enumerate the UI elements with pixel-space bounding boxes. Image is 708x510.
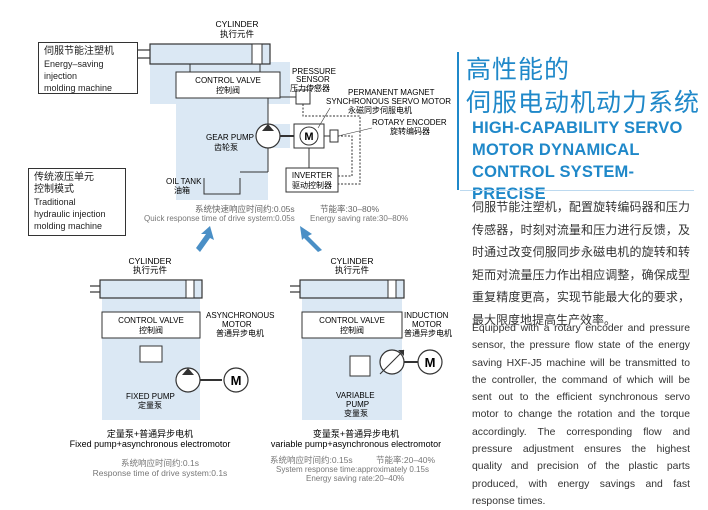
- encoder-label-en: ROTARY ENCODER: [372, 118, 447, 127]
- top-control-valve: [175, 71, 281, 99]
- servo-machine-label-en1: Energy–saving: [44, 59, 104, 69]
- left-motor-label-cn: 普通异步电机: [216, 328, 264, 338]
- heading-en-line1: HIGH-CAPABILITY SERVO: [472, 119, 683, 137]
- left-response-en: Response time of drive system:0.1s: [93, 468, 228, 478]
- hydraulic-label-en3: molding machine: [34, 221, 103, 231]
- servo-machine-label-en3: molding machine: [44, 83, 113, 93]
- right-pump-label-en2: PUMP: [346, 400, 369, 409]
- heading-en: HIGH-CAPABILITY SERVO MOTOR DYNAMICAL CO…: [472, 117, 708, 205]
- left-pump-label-cn: 定量泵: [138, 400, 162, 410]
- encoder-label-cn: 旋转编码器: [390, 126, 430, 136]
- top-motor-symbol: [299, 126, 319, 146]
- top-saving-cn: 节能率:30–80%: [320, 204, 379, 214]
- gear-pump-label-en: GEAR PUMP: [206, 133, 254, 142]
- left-caption-en: Fixed pump+asynchronous electromotor: [70, 439, 231, 449]
- top-cylinder-body: [149, 43, 271, 65]
- left-motor-label-en2: MOTOR: [222, 320, 252, 329]
- oil-tank-label-cn: 油箱: [174, 185, 190, 195]
- heading-cn: 高性能的 伺服电动机动力系统: [466, 54, 700, 120]
- right-response-en: System response time:approximately 0.15s: [276, 465, 429, 474]
- heading-accent-bar: [457, 52, 459, 190]
- heading-en-line2: MOTOR DYNAMICAL: [472, 141, 640, 159]
- left-control-valve-label-cn: 控制阀: [139, 325, 163, 335]
- left-control-valve-label-en: CONTROL VALVE: [118, 316, 184, 325]
- right-control-valve-label-en: CONTROL VALVE: [319, 316, 385, 325]
- heading-divider: [460, 190, 694, 191]
- right-saving-en: Energy saving rate:20–40%: [306, 474, 404, 483]
- oil-tank-label-en: OIL TANK: [166, 177, 202, 186]
- left-response-cn: 系统响应时间约:0.1s: [121, 458, 199, 468]
- top-response-en: Quick response time of drive system:0.05…: [144, 214, 295, 223]
- hydraulic-system-diagrams: CYLINDER 执行元件 CONTROL VALVE 控制阀 PRESSURE…: [70, 19, 452, 483]
- right-caption-cn: 变量泵+普通异步电机: [313, 428, 399, 439]
- rotary-encoder: [329, 129, 339, 143]
- left-control-valve: [101, 311, 201, 339]
- pressure-sensor-label-cn: 压力传感器: [290, 83, 330, 93]
- right-cylinder-label-cn: 执行元件: [335, 265, 370, 275]
- right-pump-label-cn: 变量泵: [344, 408, 368, 418]
- pm-motor-label-cn: 永磁同步伺服电机: [348, 105, 412, 115]
- inverter: [285, 167, 339, 193]
- right-caption-en: variable pump+asynchronous electromotor: [271, 439, 441, 449]
- right-pump-regulator: [349, 355, 371, 377]
- right-response-cn: 系统响应时间约:0.15s: [270, 455, 353, 465]
- top-saving-en: Energy saving rate:30–80%: [310, 214, 408, 223]
- right-cylinder-body: [299, 279, 405, 299]
- pm-motor-label-en2: SYNCHRONOUS SERVO MOTOR: [326, 97, 451, 106]
- left-relief-valve: [139, 345, 163, 363]
- pm-motor-label-en1: PERMANENT MAGNET: [348, 88, 435, 97]
- top-servo-diagram: CYLINDER 执行元件 CONTROL VALVE 控制阀 PRESSURE…: [138, 19, 451, 223]
- hydraulic-label-en1: Traditional: [34, 197, 76, 207]
- description-en: Equipped with a rotary encoder and press…: [472, 323, 690, 507]
- right-motor-label-en2: MOTOR: [412, 320, 442, 329]
- description-cn: 伺服节能注塑机，配置旋转编码器和压力传感器，时刻对流量和压力进行反馈，及时通过改…: [472, 200, 690, 327]
- hydraulic-machine-label-box: 传统液压单元 控制模式 Traditional hydraulic inject…: [28, 168, 126, 236]
- right-saving-cn: 节能率:20–40%: [376, 455, 435, 465]
- top-cylinder-label-cn: 执行元件: [220, 29, 255, 39]
- servo-machine-label-box: 伺服节能注塑机 Energy–saving injection molding …: [38, 42, 138, 94]
- servo-machine-label-en2: injection: [44, 71, 78, 81]
- right-cylinder-label-en: CYLINDER: [331, 256, 374, 266]
- heading-cn-line1: 高性能的: [466, 56, 571, 84]
- inverter-label-cn: 驱动控制器: [292, 180, 332, 190]
- hydraulic-label-en2: hydraulic injection: [34, 209, 106, 219]
- top-cylinder-piston: [251, 43, 263, 65]
- right-motor-label-en1: INDUCTION: [404, 311, 449, 320]
- top-cylinder-label-en: CYLINDER: [216, 19, 259, 29]
- heading-en-line3: CONTROL SYSTEM-PRECISE: [472, 163, 635, 203]
- top-response-cn: 系统快速响应时间约:0.05s: [195, 204, 295, 214]
- left-caption-cn: 定量泵+普通异步电机: [107, 428, 193, 439]
- left-cylinder-label-en: CYLINDER: [129, 256, 172, 266]
- pressure-sensor-label-en1: PRESSURE: [292, 67, 336, 76]
- left-cylinder-label-cn: 执行元件: [133, 265, 168, 275]
- hydraulic-label-cn2: 控制模式: [34, 184, 74, 195]
- left-motor: [223, 367, 249, 393]
- left-pump-label-en: FIXED PUMP: [126, 392, 175, 401]
- left-fixed-pump-diagram: CYLINDER 执行元件 CONTROL VALVE 控制阀 M ASYNCH…: [70, 256, 275, 478]
- left-cylinder-body: [99, 279, 203, 299]
- arrow-right-to-top: [300, 226, 322, 252]
- arrow-left-to-top: [196, 226, 214, 252]
- right-control-valve-label-cn: 控制阀: [340, 325, 364, 335]
- heading-cn-line2: 伺服电动机动力系统: [466, 89, 701, 117]
- right-motor-letter: M: [425, 355, 436, 370]
- left-motor-letter: M: [231, 373, 242, 388]
- right-motor: [417, 349, 443, 375]
- right-variable-pump-diagram: CYLINDER 执行元件 CONTROL VALVE 控制阀 M INDUCT…: [270, 256, 452, 483]
- top-motor-letter: M: [304, 131, 313, 143]
- inverter-label-en: INVERTER: [292, 171, 333, 180]
- hydraulic-label-cn1: 传统液压单元: [34, 172, 94, 183]
- top-control-valve-label-en: CONTROL VALVE: [195, 76, 261, 85]
- right-control-valve: [301, 311, 403, 339]
- servo-machine-label-cn: 伺服节能注塑机: [44, 46, 114, 57]
- right-motor-label-cn: 普通异步电机: [404, 328, 452, 338]
- pressure-sensor-label-en2: SENSOR: [296, 75, 330, 84]
- gear-pump-label-cn: 齿轮泵: [214, 142, 238, 152]
- oil-tank: [203, 178, 241, 195]
- top-control-valve-label-cn: 控制阀: [216, 85, 240, 95]
- left-motor-label-en1: ASYNCHRONOUS: [206, 311, 274, 320]
- right-pump-label-en1: VARIABLE: [336, 391, 375, 400]
